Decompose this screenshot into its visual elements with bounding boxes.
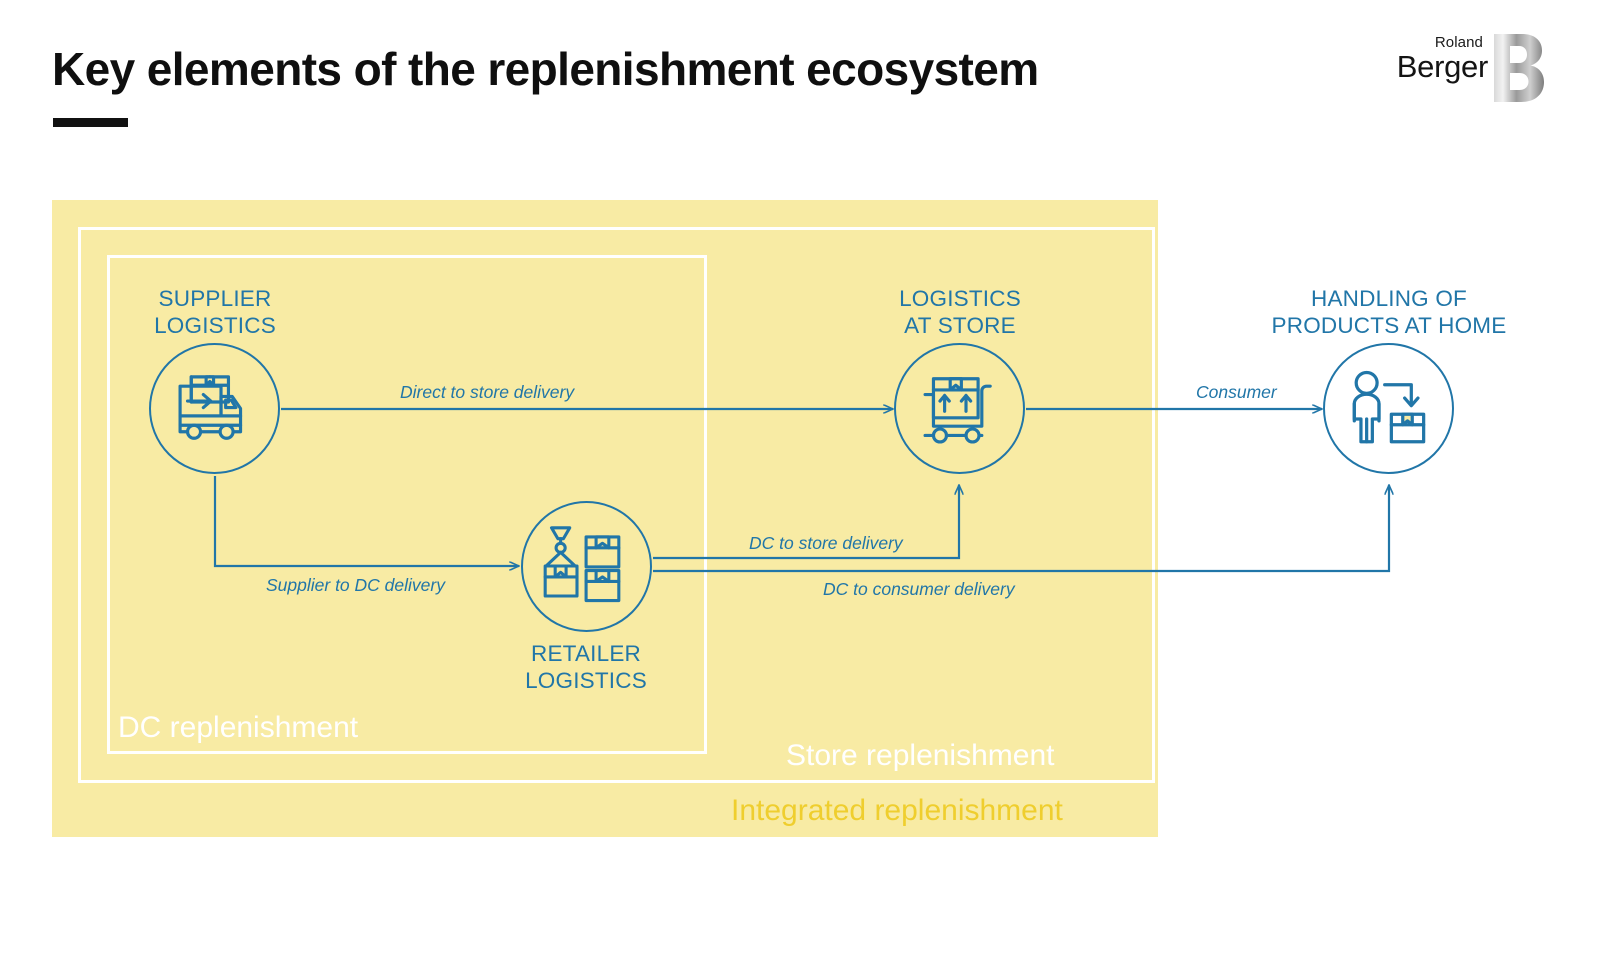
node-circle-store bbox=[894, 343, 1025, 474]
band-label-integrated-replenishment: Integrated replenishment bbox=[731, 794, 1063, 827]
logo-roland-text: Roland bbox=[1434, 34, 1483, 51]
node-circle-home bbox=[1323, 343, 1454, 474]
connector-supplier-to-dc bbox=[213, 476, 519, 566]
roland-berger-logo: Roland Berger bbox=[1394, 34, 1544, 104]
node-title-supplier-logistics: SUPPLIER LOGISTICS bbox=[154, 286, 276, 338]
logo-berger-text: Berger bbox=[1396, 49, 1489, 84]
node-circle-retailer bbox=[521, 501, 652, 632]
connector-dc-to-consumer bbox=[653, 485, 1389, 573]
flow-label-dc-to-consumer: DC to consumer delivery bbox=[823, 579, 1015, 599]
shopping-cart-box-icon bbox=[923, 377, 992, 444]
band-label-dc-replenishment: DC replenishment bbox=[118, 711, 359, 744]
node-circle-supplier bbox=[149, 343, 280, 474]
title-underline-rule bbox=[53, 118, 128, 127]
connector-dc-to-store bbox=[653, 485, 959, 560]
dc-replenishment-box bbox=[107, 255, 707, 754]
flow-label-consumer: Consumer bbox=[1196, 382, 1277, 402]
store-replenishment-box bbox=[78, 227, 1155, 783]
flow-label-dc-to-store: DC to store delivery bbox=[749, 533, 903, 553]
flow-label-direct-to-store: Direct to store delivery bbox=[400, 382, 575, 402]
node-title-handling-products-at-home: HANDLING OF PRODUCTS AT HOME bbox=[1271, 286, 1507, 338]
node-title-logistics-at-store: LOGISTICS AT STORE bbox=[899, 286, 1021, 338]
page-title: Key elements of the replenishment ecosys… bbox=[52, 43, 1039, 95]
person-unpacking-box-icon bbox=[1352, 370, 1426, 444]
node-title-retailer-logistics: RETAILER LOGISTICS bbox=[525, 641, 647, 693]
logo-b-mark-icon bbox=[1494, 34, 1544, 102]
crane-hook-boxes-icon bbox=[543, 526, 621, 603]
flow-label-supplier-to-dc: Supplier to DC delivery bbox=[266, 575, 445, 595]
band-label-store-replenishment: Store replenishment bbox=[786, 739, 1055, 772]
delivery-truck-icon bbox=[178, 375, 243, 440]
